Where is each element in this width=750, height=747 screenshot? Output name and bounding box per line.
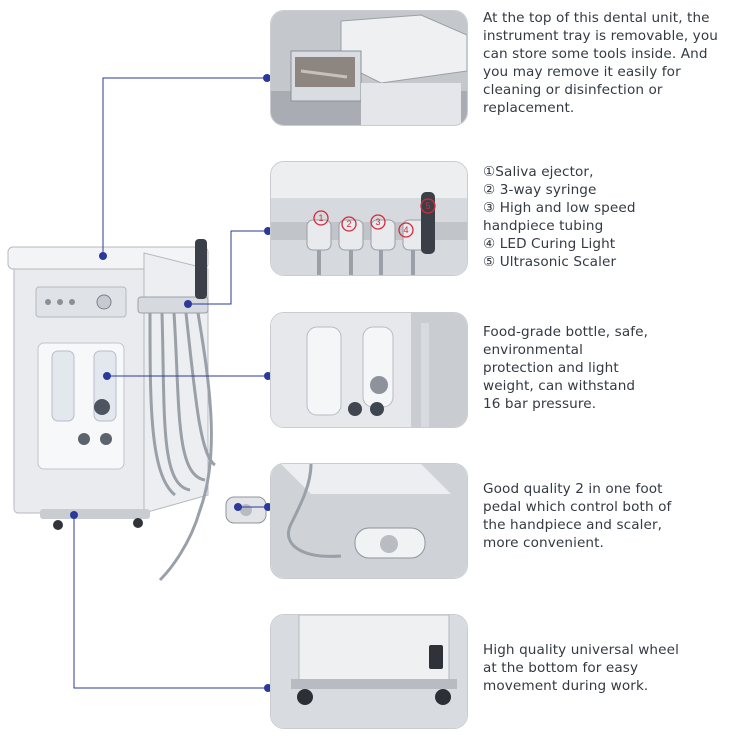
pedal-caption: Good quality 2 in one foot pedal which c… bbox=[483, 480, 738, 552]
bottle-caption: Food-grade bottle, safe, environmental p… bbox=[483, 323, 738, 413]
callout-number: 3 bbox=[375, 217, 380, 227]
callout-number: 2 bbox=[346, 219, 351, 229]
caption-line: Good quality 2 in one foot bbox=[483, 481, 663, 497]
leader-dot-icon bbox=[184, 300, 192, 308]
caption-line: environmental bbox=[483, 342, 583, 358]
caption-line: movement during work. bbox=[483, 678, 649, 694]
caption-line: more convenient. bbox=[483, 535, 604, 551]
caption-line: handpiece tubing bbox=[483, 218, 604, 234]
callout-number-icon bbox=[398, 222, 414, 238]
caption-line: cleaning or disinfection or bbox=[483, 82, 663, 98]
holders-caption: ①Saliva ejector, ② 3-way syringe ③ High … bbox=[483, 163, 738, 271]
callout-number: 4 bbox=[403, 225, 408, 235]
callout-number-icon bbox=[370, 214, 386, 230]
caption-line: High quality universal wheel bbox=[483, 642, 679, 658]
caption-line: at the bottom for easy bbox=[483, 660, 639, 676]
tray-photo bbox=[270, 10, 468, 126]
caption-line: instrument tray is removable, you bbox=[483, 28, 718, 44]
callout-number-icon bbox=[420, 198, 436, 214]
caption-line: At the top of this dental unit, the bbox=[483, 10, 710, 26]
caption-line: the handpiece and scaler, bbox=[483, 517, 663, 533]
caption-line: Food-grade bottle, safe, bbox=[483, 324, 649, 340]
caption-line: ② 3-way syringe bbox=[483, 182, 597, 198]
leader-dot-icon bbox=[99, 252, 107, 260]
caption-line: protection and light bbox=[483, 360, 619, 376]
caption-line: 16 bar pressure. bbox=[483, 396, 597, 412]
caption-line: ⑤ Ultrasonic Scaler bbox=[483, 254, 617, 270]
caption-line: replacement. bbox=[483, 100, 575, 116]
callout-number-icon bbox=[313, 210, 329, 226]
leader-dot-icon bbox=[263, 74, 271, 82]
callout-number: 5 bbox=[425, 201, 430, 211]
leader-dot-icon bbox=[234, 503, 242, 511]
wheels-caption: High quality universal wheel at the bott… bbox=[483, 641, 738, 695]
tray-caption: At the top of this dental unit, the inst… bbox=[483, 9, 738, 117]
caption-line: you may remove it easily for bbox=[483, 64, 681, 80]
pedal-photo bbox=[270, 463, 468, 579]
caption-line: ④ LED Curing Light bbox=[483, 236, 616, 252]
caption-line: ①Saliva ejector, bbox=[483, 164, 594, 180]
caption-line: weight, can withstand bbox=[483, 378, 636, 394]
leader-dot-icon bbox=[103, 372, 111, 380]
caption-line: ③ High and low speed bbox=[483, 200, 636, 216]
wheels-photo bbox=[270, 614, 468, 729]
bottle-photo bbox=[270, 312, 468, 428]
callout-number-icon bbox=[341, 216, 357, 232]
leader-dot-icon bbox=[70, 511, 78, 519]
holders-photo: 1 2 3 4 5 bbox=[270, 161, 468, 276]
dental-unit-photo bbox=[7, 239, 267, 582]
caption-line: pedal which control both of bbox=[483, 499, 672, 515]
caption-line: can store some tools inside. And bbox=[483, 46, 708, 62]
callout-number: 1 bbox=[318, 213, 323, 223]
